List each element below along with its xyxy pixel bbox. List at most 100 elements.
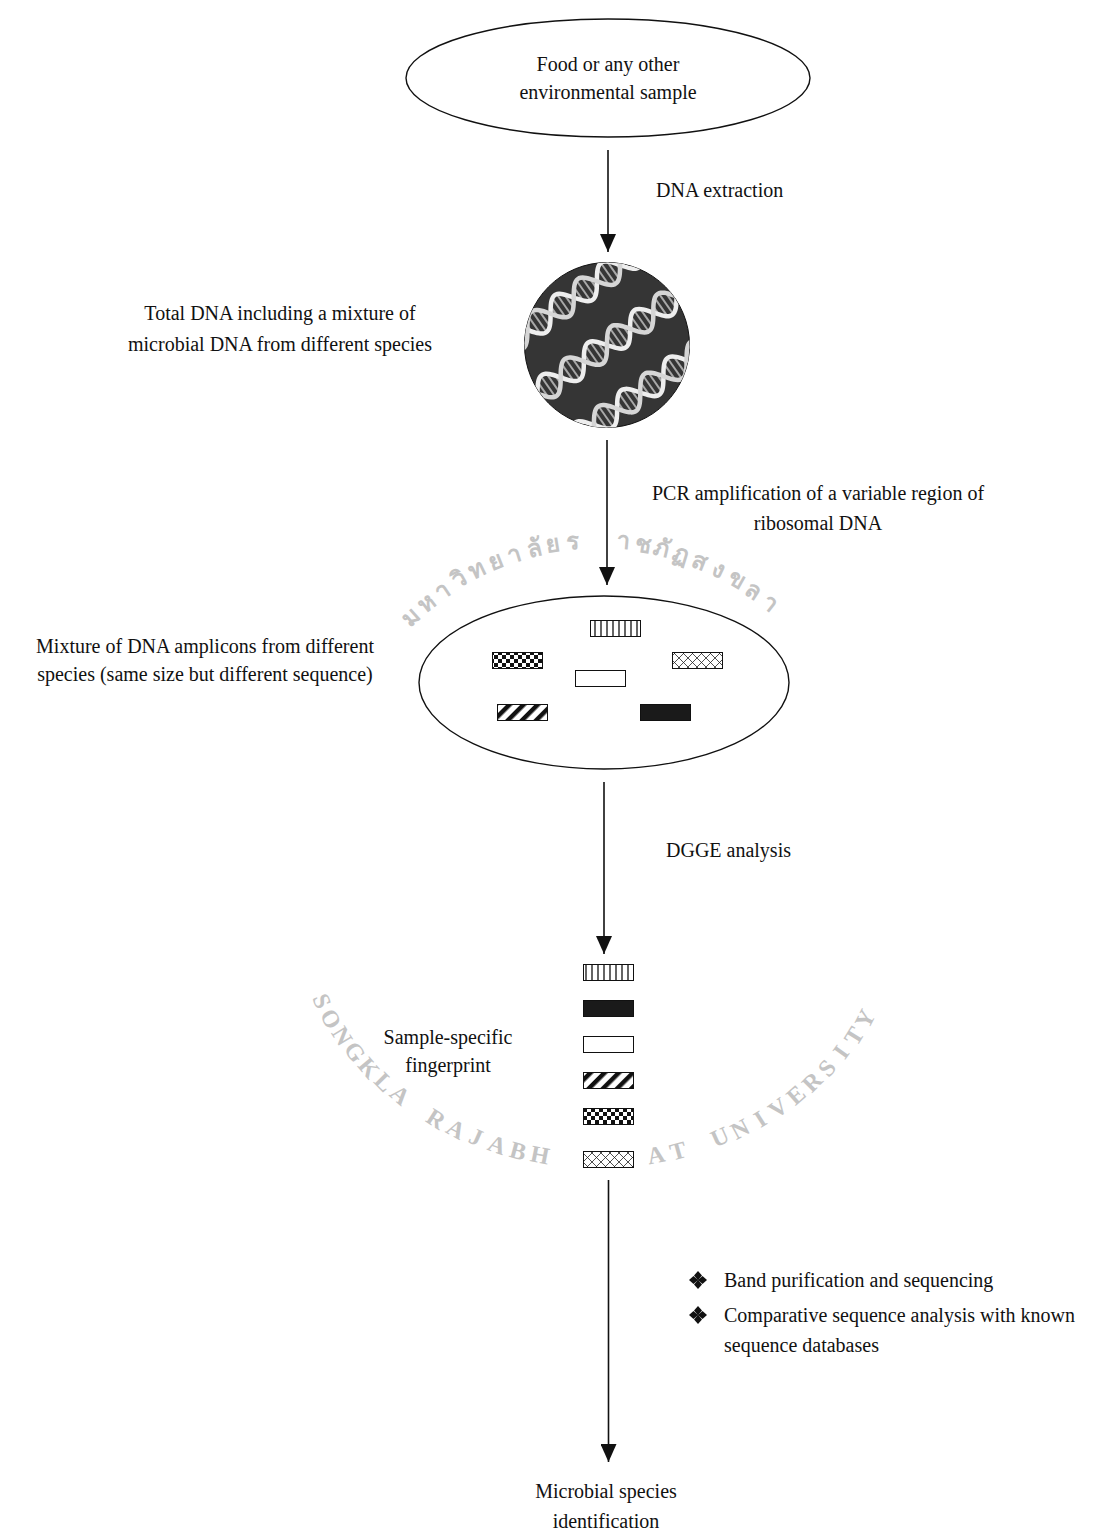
dna-band [584,1109,634,1125]
dna-rung [710,335,718,347]
dna-rung [643,240,651,252]
dna-rung [645,232,659,252]
dgge-fingerprint: Sample-specific fingerprint [583,964,634,1168]
dna-rung [684,276,698,296]
dna-rung [692,341,707,362]
dna-strand [505,270,706,422]
dna-rung [642,248,643,250]
dna-rung [521,390,535,410]
watermark-letter: ย [485,547,507,574]
dna-band [584,1073,634,1089]
ellipse-outline [419,596,789,769]
dna-rung [571,440,572,442]
node-label-slot: Sample-specific fingerprint [373,1023,523,1079]
watermark-letter: A [645,1142,667,1169]
dna-band [641,705,691,721]
dna-rung [699,340,709,355]
ellipse-outline [406,19,810,137]
dna-circle: Total DNA including a mixture of microbi… [524,262,690,428]
watermark-letter [692,1132,706,1157]
dna-rung [717,324,731,344]
dna-rung [505,335,515,350]
dna-rungs [539,316,741,468]
dna-rung [548,449,556,460]
flow-arrow [607,150,609,252]
dna-rung [483,346,497,366]
dna-rung [550,441,564,461]
dna-rung [666,231,667,233]
dna-rung [516,393,530,413]
dna-rung [712,327,726,347]
dna-rung [562,438,570,450]
dna-strand [505,270,706,422]
watermark-letter: A [484,1130,508,1158]
dna-rung [667,358,682,379]
dna-rung [679,280,693,300]
dna-rung [504,345,505,347]
dna-rung [677,288,685,300]
dna-band [591,621,641,637]
dna-band [498,705,548,721]
edge-label-slot: DGGE analysis [666,836,866,864]
node-label: Mixture of DNA amplicons from different … [5,632,405,688]
dna-rung [650,229,664,249]
watermark-letter: I [749,1106,770,1131]
node-label-slot: Mixture of DNA amplicons from different … [5,632,405,688]
node-outline [583,964,634,1168]
node-label: Total DNA including a mixture of microbi… [110,298,450,360]
dna-rung [481,354,489,365]
watermark-letter: า [505,540,525,567]
edge-label: PCR amplification of a variable region o… [648,478,988,538]
dna-band [584,1001,634,1017]
watermark-letter: ง [708,556,729,583]
dna-rung [513,409,514,411]
node-label: Sample-specific fingerprint [373,1023,523,1079]
node-text: Food or any other environmental sample [488,50,728,106]
dna-rung [691,277,699,288]
watermark-letter: H [528,1141,551,1168]
dna-band [584,965,634,981]
node-text: Microbial species identification [506,1476,706,1531]
watermark-letter: ฏ [670,540,692,568]
edge-label-slot: DNA extraction [656,176,876,204]
graphic-part [472,221,741,469]
dna-rung [601,263,616,284]
flow-arrow [603,782,605,954]
dna-rung [546,457,547,459]
dna-strand [472,222,673,374]
bullet-symbol [689,1271,707,1289]
dna-rung [733,326,734,328]
watermark: มหาวิทยาลัยราชภัฏสงขลา [393,523,788,635]
dna-rung [634,310,649,331]
dna-helix-group [472,221,741,469]
edge-label: DGGE analysis [666,836,866,864]
dna-rung [532,311,547,332]
dna-rung [598,406,613,427]
node-outline [524,262,690,428]
dna-rung [688,345,701,363]
node-outline [405,18,811,138]
dna-band [584,1152,634,1168]
dna-strand [539,317,740,469]
watermark-letter: ส [689,547,712,575]
edge-label: DNA extraction [656,176,876,204]
dna-rung [515,401,523,412]
watermark-letter: ท [465,555,490,584]
dna-rung [555,437,569,457]
dna-rung [496,343,504,355]
watermark-letter [408,1096,427,1119]
watermark-letter: ร [566,529,581,554]
dna-rung [725,325,733,336]
dna-rung [625,246,640,267]
dna-rung [632,245,642,260]
dna-rung [565,358,580,379]
dna-strand [472,222,673,374]
dna-rung [513,326,526,344]
watermark-letter: ภั [652,534,673,561]
dna-rung [571,430,581,445]
dna-rungs [473,221,675,373]
bullet-symbol [689,1271,707,1289]
dna-rung [507,328,522,349]
dna-rung [488,342,502,362]
dna-rung [480,362,481,364]
